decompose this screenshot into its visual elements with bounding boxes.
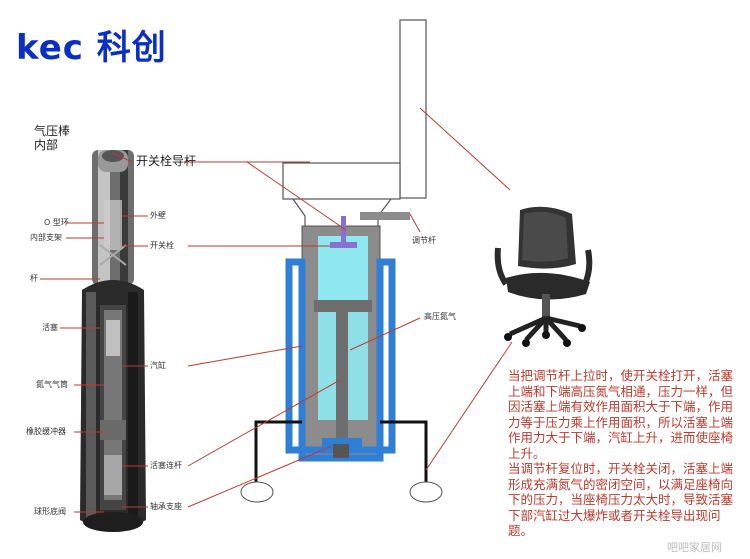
label-inner-support: 内部支架 [30,233,62,242]
gas-spring-illustration [80,150,146,532]
label-switch-guide: 开关栓导杆 [136,154,197,168]
center-leader-lines [187,107,513,508]
label-rod: 杆 [30,274,38,283]
title-line2: 内部 [34,138,59,152]
description-para-2: 当调节杆复位时，开关栓关闭，活塞上端形成充满氮气的密闭空间，以满足座椅向下的压力… [508,461,734,538]
label-rubber-buffer: 橡胶缓冲器 [26,427,66,436]
label-cylinder: 汽缸 [150,361,166,370]
label-nitrogen-cylinder: 氮气气筒 [36,380,68,389]
title-line1: 气压棒 [34,124,71,138]
label-high-pressure: 高压氮气 [424,312,456,321]
label-piston: 活塞 [42,323,58,332]
brand-logo: kec 科创 [16,28,167,68]
watermark: 吧吧家居网 [667,541,722,554]
description-text: 当把调节杆上拉时，使开关栓打开，活塞上端和下端高压氮气相通，压力一样，但因活塞上… [508,368,744,539]
left-leader-lines [40,152,310,513]
label-outer-wall: 外壁 [150,211,166,220]
label-o-ring: O 型环 [44,218,69,227]
label-piston-rod: 活塞连杆 [150,461,182,470]
office-chair-picture [494,206,593,347]
label-switch-bolt: 开关栓 [150,241,174,250]
label-ball-valve: 球形底阀 [34,507,66,516]
chair-schematic [240,19,443,503]
label-adjust-lever: 调节杆 [412,236,436,245]
description-para-1: 当把调节杆上拉时，使开关栓打开，活塞上端和下端高压氮气相通，压力一样，但因活塞上… [508,368,734,461]
label-bearing-seat: 轴承支座 [150,502,182,511]
